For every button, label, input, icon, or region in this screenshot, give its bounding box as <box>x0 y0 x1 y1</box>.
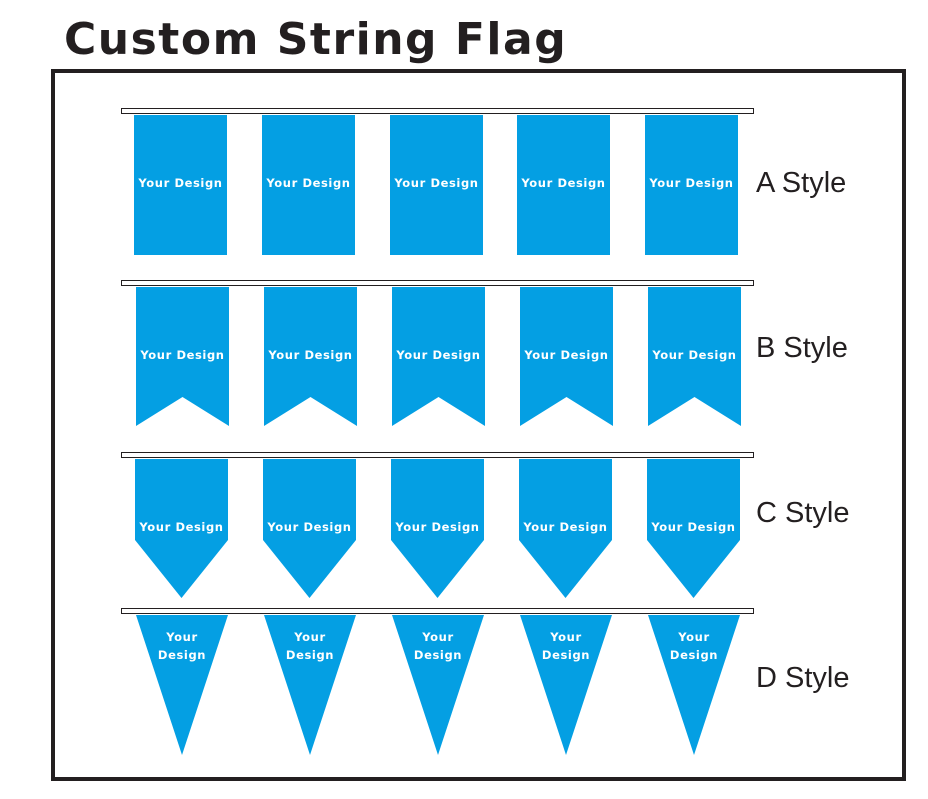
flag-design-text: Your Design <box>652 348 737 362</box>
flag-design-text: Your Design <box>649 176 734 190</box>
flag-fill <box>134 115 227 255</box>
flag-design-text: Your Design <box>266 176 351 190</box>
flag-shape-triangle <box>136 615 228 755</box>
flag-fill <box>135 459 228 598</box>
flag-shape-pointed <box>391 459 484 598</box>
flag-shape-rectangle <box>262 115 355 255</box>
flag-design-text: Your Design <box>396 348 481 362</box>
flag-design-text: Your Design <box>524 348 609 362</box>
flag-a-style-2: Your Design <box>262 115 355 255</box>
flag-a-style-4: Your Design <box>517 115 610 255</box>
flag-design-text: Your Design <box>523 520 608 534</box>
string-rod-d-style <box>121 608 754 614</box>
flag-c-style-4: Your Design <box>519 459 612 598</box>
flag-b-style-4: Your Design <box>520 287 613 426</box>
flag-shape-pointed <box>135 459 228 598</box>
flag-design-text: Your Design <box>267 520 352 534</box>
flag-shape-triangle <box>520 615 612 755</box>
flag-design-text: Your Design <box>138 176 223 190</box>
flag-shape-pointed <box>647 459 740 598</box>
flag-shape-rectangle <box>390 115 483 255</box>
flag-shape-rectangle <box>134 115 227 255</box>
flag-shape-triangle <box>264 615 356 755</box>
style-label-b-style: B Style <box>756 332 848 364</box>
flag-fill <box>392 287 485 426</box>
flag-a-style-5: Your Design <box>645 115 738 255</box>
flag-fill <box>517 115 610 255</box>
flag-shape-rectangle <box>645 115 738 255</box>
string-rod-c-style <box>121 452 754 458</box>
flag-shape-swallowtail <box>648 287 741 426</box>
string-rod-b-style <box>121 280 754 286</box>
flag-c-style-1: Your Design <box>135 459 228 598</box>
flag-shape-swallowtail <box>520 287 613 426</box>
flag-a-style-1: Your Design <box>134 115 227 255</box>
flag-design-text: Your Design <box>395 520 480 534</box>
style-label-d-style: D Style <box>756 662 850 694</box>
flag-fill <box>392 615 484 755</box>
flag-b-style-2: Your Design <box>264 287 357 426</box>
flag-b-style-5: Your Design <box>648 287 741 426</box>
flag-fill <box>648 287 741 426</box>
flag-shape-pointed <box>519 459 612 598</box>
flag-fill <box>136 615 228 755</box>
flag-b-style-3: Your Design <box>392 287 485 426</box>
flag-c-style-2: Your Design <box>263 459 356 598</box>
flag-shape-pointed <box>263 459 356 598</box>
flag-fill <box>648 615 740 755</box>
flag-fill <box>136 287 229 426</box>
flag-shape-swallowtail <box>136 287 229 426</box>
flag-design-text: Your Design <box>651 520 736 534</box>
page-title: Custom String Flag <box>64 14 568 65</box>
flag-fill <box>520 287 613 426</box>
style-label-a-style: A Style <box>756 167 847 199</box>
flag-fill <box>647 459 740 598</box>
flag-fill <box>264 615 356 755</box>
flag-shape-triangle <box>648 615 740 755</box>
flag-fill <box>262 115 355 255</box>
flag-a-style-3: Your Design <box>390 115 483 255</box>
flag-fill <box>264 287 357 426</box>
flag-design-text: Your Design <box>140 348 225 362</box>
flag-b-style-1: Your Design <box>136 287 229 426</box>
flag-fill <box>645 115 738 255</box>
flag-shape-rectangle <box>517 115 610 255</box>
flag-design-text: Your Design <box>139 520 224 534</box>
flag-fill <box>263 459 356 598</box>
style-label-c-style: C Style <box>756 497 850 529</box>
flag-fill <box>520 615 612 755</box>
flag-design-text: Your Design <box>268 348 353 362</box>
flag-shape-swallowtail <box>264 287 357 426</box>
flag-fill <box>390 115 483 255</box>
flag-shape-triangle <box>392 615 484 755</box>
string-rod-a-style <box>121 108 754 114</box>
flag-shape-swallowtail <box>392 287 485 426</box>
flag-c-style-5: Your Design <box>647 459 740 598</box>
flag-fill <box>391 459 484 598</box>
flag-fill <box>519 459 612 598</box>
flag-c-style-3: Your Design <box>391 459 484 598</box>
flag-design-text: Your Design <box>521 176 606 190</box>
flag-design-text: Your Design <box>394 176 479 190</box>
